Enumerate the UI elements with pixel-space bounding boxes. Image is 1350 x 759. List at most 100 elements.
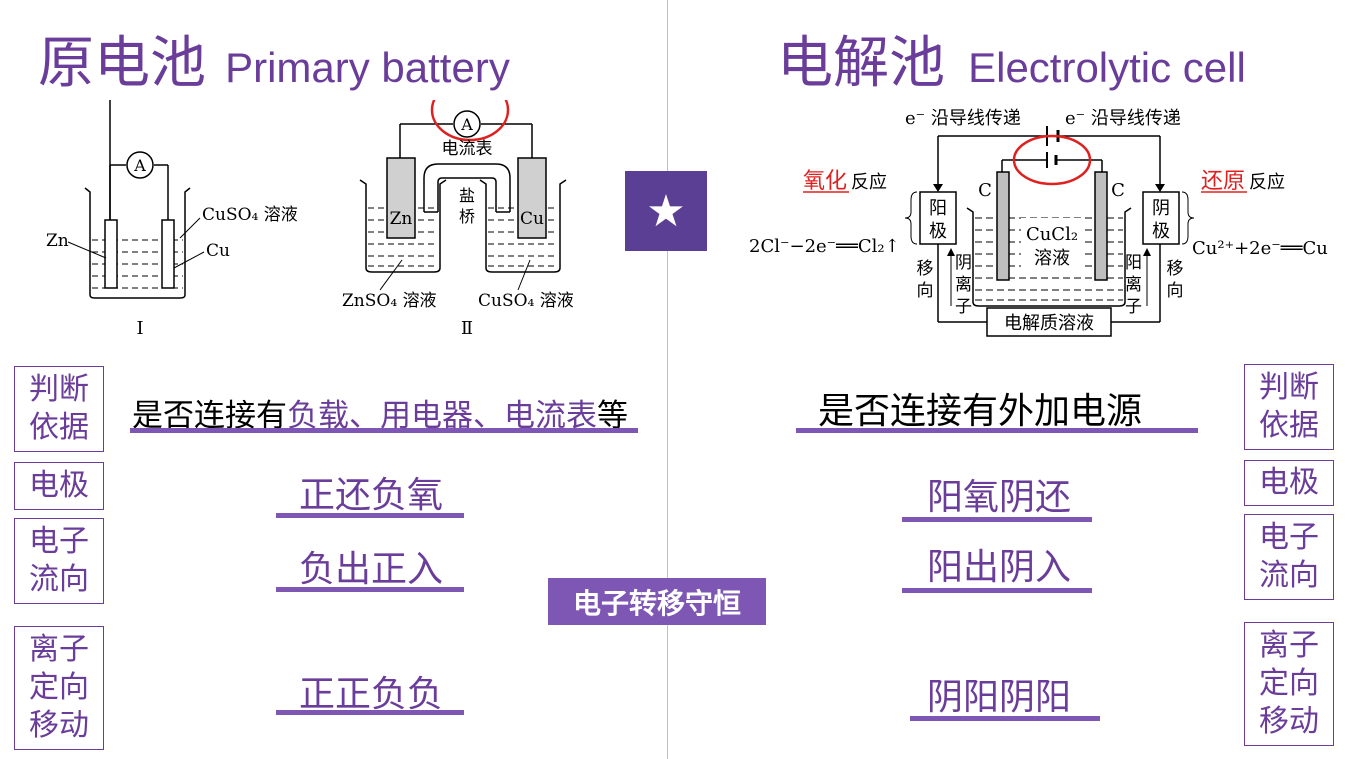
label-ion-right-1: 离子 xyxy=(1259,628,1319,663)
cucl2-label: CuCl₂ xyxy=(1026,224,1078,245)
ammeter-highlight-circle xyxy=(430,100,510,142)
label-ion-right-2: 定向 xyxy=(1259,666,1319,701)
fig1-number: Ⅰ xyxy=(136,318,143,339)
electrolyte-box xyxy=(986,307,1112,337)
right-electron-answer: 阳出阴入 xyxy=(926,547,1071,588)
anode-move-1: 移 xyxy=(917,259,934,279)
anion-3: 子 xyxy=(955,297,972,317)
cathode-move-1: 移 xyxy=(1167,259,1184,279)
electron-conservation-badge: 电子转移守恒 xyxy=(548,578,766,625)
cu-electrode-2 xyxy=(517,157,547,239)
cation-2: 离 xyxy=(1125,275,1142,295)
label-ion-left-3: 移动 xyxy=(29,708,89,743)
left-title-en: Primary battery xyxy=(225,44,510,91)
reduction-label: 还原 xyxy=(1201,169,1245,194)
carbon-electrode-left xyxy=(996,171,1010,281)
right-basis-text: 是否连接有外加电源 xyxy=(818,391,1143,432)
right-electrode-answer: 阳氧阴还 xyxy=(926,477,1071,518)
label-basis-left: 判断 依据 xyxy=(14,366,104,452)
reduction-reaction-label: 反应 xyxy=(1249,172,1285,193)
left-ion-answer: 正正负负 xyxy=(298,674,443,715)
right-ion-underline xyxy=(910,716,1100,721)
beaker-2-left xyxy=(359,179,447,273)
label-ion-left-1: 离子 xyxy=(29,632,89,667)
label-ion-left-2: 定向 xyxy=(29,670,89,705)
right-ion-answer: 阴阳阴阳 xyxy=(926,677,1071,718)
zn-electrode-1 xyxy=(104,219,118,289)
primary-battery-figure: A CuSO₄ 溶液 Zn Cu Ⅰ A 电流表 xyxy=(46,100,574,339)
label-ion-right: 离子 定向 移动 xyxy=(1244,622,1334,746)
fig1-zn-label: Zn xyxy=(46,231,69,251)
label-electrode-right: 电极 xyxy=(1244,460,1334,506)
label-basis-right: 判断 依据 xyxy=(1244,364,1334,450)
oxidation-label: 氧化 xyxy=(803,169,847,194)
left-basis-underline xyxy=(130,428,638,433)
cathode-equation: Cu²⁺+2e⁻══Cu xyxy=(1192,238,1328,259)
label-electron-left: 电子 流向 xyxy=(14,518,104,604)
label-electrode-right-text: 电极 xyxy=(1259,465,1319,500)
anode-equation: 2Cl⁻−2e⁻══Cl₂↑ xyxy=(749,236,900,257)
right-title: 电解池 Electrolytic cell xyxy=(777,18,1246,99)
label-electron-right-1: 电子 xyxy=(1259,520,1319,555)
left-electrode-underline xyxy=(276,513,464,518)
electrolyte-label: 电解质溶液 xyxy=(1004,313,1094,334)
zn-electrode-2 xyxy=(386,157,416,239)
label-electrode-left: 电极 xyxy=(14,462,104,510)
cathode-box xyxy=(1142,191,1180,245)
label-electron-left-2: 流向 xyxy=(29,562,89,597)
beaker-2-right xyxy=(479,179,567,273)
beaker-1 xyxy=(84,187,191,299)
solution-label-bg xyxy=(1021,218,1083,270)
label-basis-left-2: 依据 xyxy=(29,410,89,445)
cathode-text-2: 极 xyxy=(1152,221,1170,242)
label-basis-right-1: 判断 xyxy=(1259,370,1319,405)
cation-1: 阳 xyxy=(1125,253,1142,273)
left-electron-answer: 负出正入 xyxy=(298,549,443,590)
right-title-cn: 电解池 xyxy=(777,31,945,96)
right-electron-underline xyxy=(902,588,1092,593)
label-electron-left-1: 电子 xyxy=(29,524,89,559)
cation-3: 子 xyxy=(1125,297,1142,317)
fig2-zn-label: Zn xyxy=(390,209,413,229)
c-right-label: C xyxy=(1111,180,1125,201)
anion-2: 离 xyxy=(955,275,972,295)
right-basis-underline xyxy=(796,428,1198,433)
anode-text-1: 阳 xyxy=(929,198,947,219)
star-icon: ★ xyxy=(625,171,707,251)
center-divider xyxy=(667,0,668,759)
right-electrode-underline xyxy=(902,517,1092,522)
left-electron-underline xyxy=(276,587,464,592)
electrolytic-cell-figure: e⁻ 沿导线传递 e⁻ 沿导线传递 氧化 反应 还原 反应 阳 极 阴 极 C … xyxy=(749,108,1328,337)
label-basis-right-2: 依据 xyxy=(1259,408,1319,443)
ammeter-1-icon xyxy=(126,151,154,179)
e-right-label: e⁻ 沿导线传递 xyxy=(1065,108,1181,129)
left-title-cn: 原电池 xyxy=(38,31,206,96)
solution-label: 溶液 xyxy=(1034,248,1070,269)
figure-1: A CuSO₄ 溶液 Zn Cu Ⅰ xyxy=(46,100,298,339)
fig2-left-solution: ZnSO₄ 溶液 xyxy=(342,291,437,311)
power-source-highlight-circle xyxy=(1012,134,1092,186)
label-electron-right: 电子 流向 xyxy=(1244,514,1334,600)
left-ion-underline xyxy=(276,710,464,715)
fig2-ammeter-text: 电流表 xyxy=(442,139,493,159)
anode-text-2: 极 xyxy=(929,221,947,242)
figure-2: A 电流表 Zn Cu 盐 桥 ZnSO₄ 溶液 CuSO₄ 溶液 xyxy=(342,100,574,339)
fig2-cu-label: Cu xyxy=(520,209,544,229)
carbon-electrode-right xyxy=(1094,171,1108,281)
fig2-saltbridge-1: 盐 xyxy=(459,186,475,205)
ammeter-1-label: A xyxy=(133,156,146,175)
left-title: 原电池 Primary battery xyxy=(38,18,510,99)
left-electrode-answer: 正还负氧 xyxy=(298,475,443,516)
electrolytic-beaker xyxy=(966,207,1132,307)
fig2-number: Ⅱ xyxy=(461,318,473,339)
fig2-saltbridge-2: 桥 xyxy=(459,207,475,226)
c-left-label: C xyxy=(978,180,992,201)
label-ion-right-3: 移动 xyxy=(1259,704,1319,739)
cathode-text-1: 阴 xyxy=(1152,198,1170,219)
ammeter-2-icon xyxy=(453,110,481,138)
ammeter-2-label: A xyxy=(460,115,473,134)
cathode-move-2: 向 xyxy=(1167,281,1184,301)
anode-move-2: 向 xyxy=(917,281,934,301)
fig1-solution-label: CuSO₄ 溶液 xyxy=(202,205,298,225)
label-basis-left-1: 判断 xyxy=(29,372,89,407)
